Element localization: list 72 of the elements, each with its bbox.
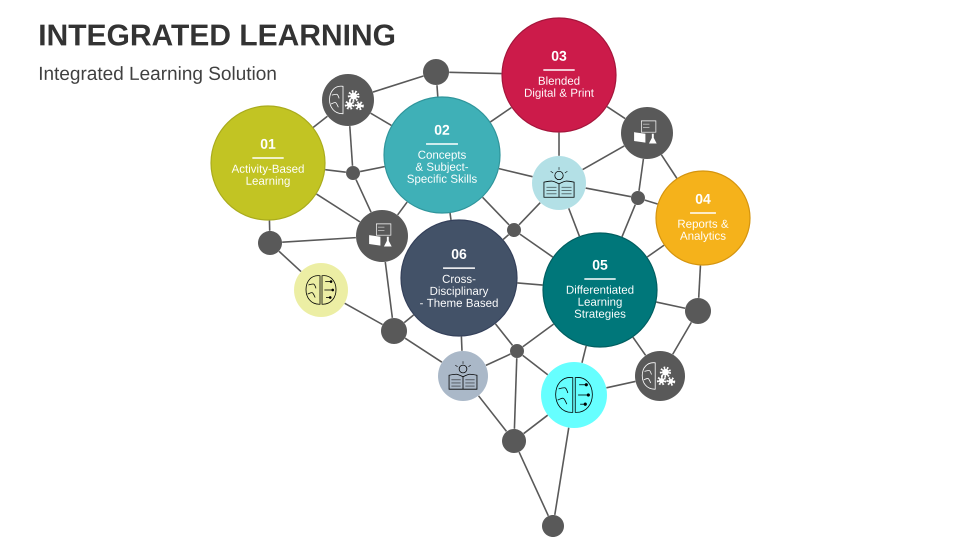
connector-line — [606, 106, 626, 120]
title: INTEGRATED LEARNING — [40, 24, 394, 46]
connector-line — [502, 234, 510, 240]
lesson-materials-icon — [356, 210, 408, 262]
brain-gear-icon — [322, 74, 374, 126]
junction-dot — [631, 191, 645, 205]
connector-line — [282, 236, 356, 244]
connector-line — [522, 354, 548, 376]
junction-dot — [507, 223, 521, 237]
brain-icon — [294, 263, 348, 317]
connector-line — [482, 196, 510, 226]
connector-line — [644, 199, 658, 205]
book-lightbulb-icon — [532, 156, 586, 210]
connector-line — [646, 244, 664, 258]
connector-line — [586, 187, 632, 198]
connector-line — [478, 395, 508, 432]
junction-dot — [542, 515, 564, 537]
junction-dot — [381, 318, 407, 344]
connector-line — [632, 336, 646, 356]
connector-line — [349, 126, 354, 166]
connector-line — [621, 204, 636, 238]
connector-line — [360, 166, 385, 172]
connector-line — [344, 302, 383, 326]
junction-dot — [346, 166, 360, 180]
junction-dot — [510, 344, 524, 358]
junction-dot — [502, 429, 526, 453]
connector-line — [698, 265, 702, 298]
connector-line — [523, 414, 548, 434]
connector-line — [517, 282, 543, 286]
connector-line — [606, 380, 636, 389]
connector-line — [518, 452, 550, 516]
connector-line — [436, 85, 439, 97]
connector-line — [498, 168, 533, 178]
connector-line — [660, 154, 678, 179]
connector-line — [396, 202, 408, 216]
brain-gear-icon — [635, 351, 685, 401]
connector-line — [449, 72, 502, 74]
lesson-materials-icon — [621, 107, 673, 159]
connector-line — [384, 262, 394, 318]
connector-line — [372, 75, 424, 93]
connector-line — [656, 301, 686, 309]
connector-line — [404, 314, 414, 324]
subtitle: Integrated Learning Solution — [40, 66, 276, 84]
junction-dot — [423, 59, 449, 85]
connector-line — [490, 106, 512, 123]
connector-line — [278, 250, 302, 272]
junction-dot — [258, 231, 282, 255]
connector-line — [582, 145, 625, 170]
connector-line — [554, 428, 570, 516]
connector-line — [404, 338, 442, 363]
connector-line — [568, 208, 580, 236]
connector-line — [638, 158, 644, 191]
connector-line — [370, 112, 392, 126]
brain-icon — [541, 362, 607, 428]
connector-line — [672, 322, 692, 355]
connector-line — [514, 358, 518, 429]
connector-line — [268, 220, 270, 231]
book-lightbulb-icon — [438, 351, 488, 401]
connector-line — [486, 353, 511, 366]
connector-line — [494, 323, 514, 346]
connector-line — [449, 212, 452, 220]
connector-line — [522, 323, 554, 348]
connector-line — [518, 202, 541, 226]
connector-line — [581, 346, 587, 363]
connector-line — [325, 168, 346, 173]
junction-dot — [685, 298, 711, 324]
connector-line — [355, 179, 372, 213]
connector-line — [316, 193, 360, 223]
connector-line — [558, 132, 560, 156]
connector-line — [519, 233, 554, 258]
connector-line — [460, 336, 463, 351]
connector-line — [312, 116, 328, 128]
